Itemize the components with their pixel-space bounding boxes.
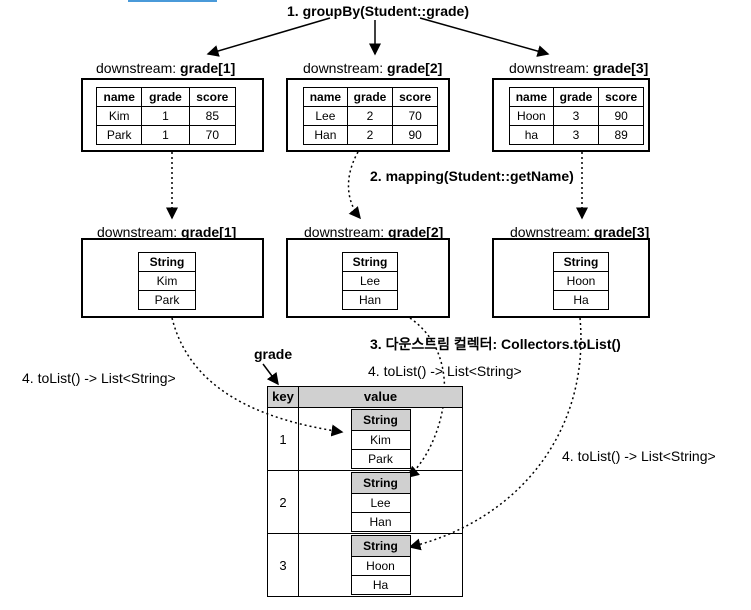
string-list-3: String Hoon Ha — [553, 252, 609, 310]
step1-label: 1. groupBy(Student::grade) — [287, 3, 469, 19]
string-list-1: String Kim Park — [138, 252, 196, 310]
table-row: 1 String Kim Park — [267, 407, 463, 471]
list-item: Park — [350, 449, 411, 469]
list-item: Hoon — [350, 556, 411, 576]
downstream-label-mapped-2: downstream: grade[2] — [304, 224, 444, 240]
tolist-arrow-3 — [408, 317, 582, 551]
downstream-label-2: downstream: grade[2] — [303, 60, 443, 76]
map-string-list-1: String Kim Park — [350, 409, 411, 469]
downstream-label-mapped-3: downstream: grade[3] — [510, 224, 650, 240]
mapping-arrow-2 — [347, 151, 361, 220]
downstream-label-3: downstream: grade[3] — [509, 60, 649, 76]
table-row: 2 String Lee Han — [267, 470, 463, 534]
list-item: Hoon — [553, 271, 609, 291]
grade-label-arrow — [262, 363, 279, 386]
step2-label: 2. mapping(Student::getName) — [370, 168, 574, 184]
list-item: Lee — [342, 271, 398, 291]
list-item: Ha — [553, 290, 609, 310]
map-string-list-2: String Lee Han — [350, 472, 411, 532]
step4-label-center: 4. toList() -> List<String> — [368, 363, 522, 379]
downstream-label-mapped-1: downstream: grade[1] — [97, 224, 237, 240]
string-list-2: String Lee Han — [342, 252, 398, 310]
list-item: Lee — [350, 493, 411, 513]
list-item: Han — [342, 290, 398, 310]
map-title: grade — [254, 346, 293, 362]
table-row: 3 String Hoon Ha — [267, 533, 463, 597]
list-item: Kim — [138, 271, 196, 291]
list-item: Ha — [350, 575, 411, 595]
list-item: Park — [138, 290, 196, 310]
step4-label-left: 4. toList() -> List<String> — [22, 370, 176, 386]
groupby-arrow-right — [419, 17, 550, 57]
list-item: Han — [350, 512, 411, 532]
step3-label: 3. 다운스트림 컬렉터: Collectors.toList() — [370, 336, 621, 352]
map-string-list-3: String Hoon Ha — [350, 535, 411, 595]
tolist-arrow-1 — [171, 317, 344, 437]
result-map-table: key value 1 String Kim Park 2 String Lee… — [267, 386, 463, 597]
list-item: Kim — [350, 430, 411, 450]
top-link-underline — [128, 0, 217, 2]
downstream-label-1: downstream: grade[1] — [96, 60, 236, 76]
step4-label-right: 4. toList() -> List<String> — [562, 448, 716, 464]
groupby-arrow-left — [206, 17, 331, 57]
